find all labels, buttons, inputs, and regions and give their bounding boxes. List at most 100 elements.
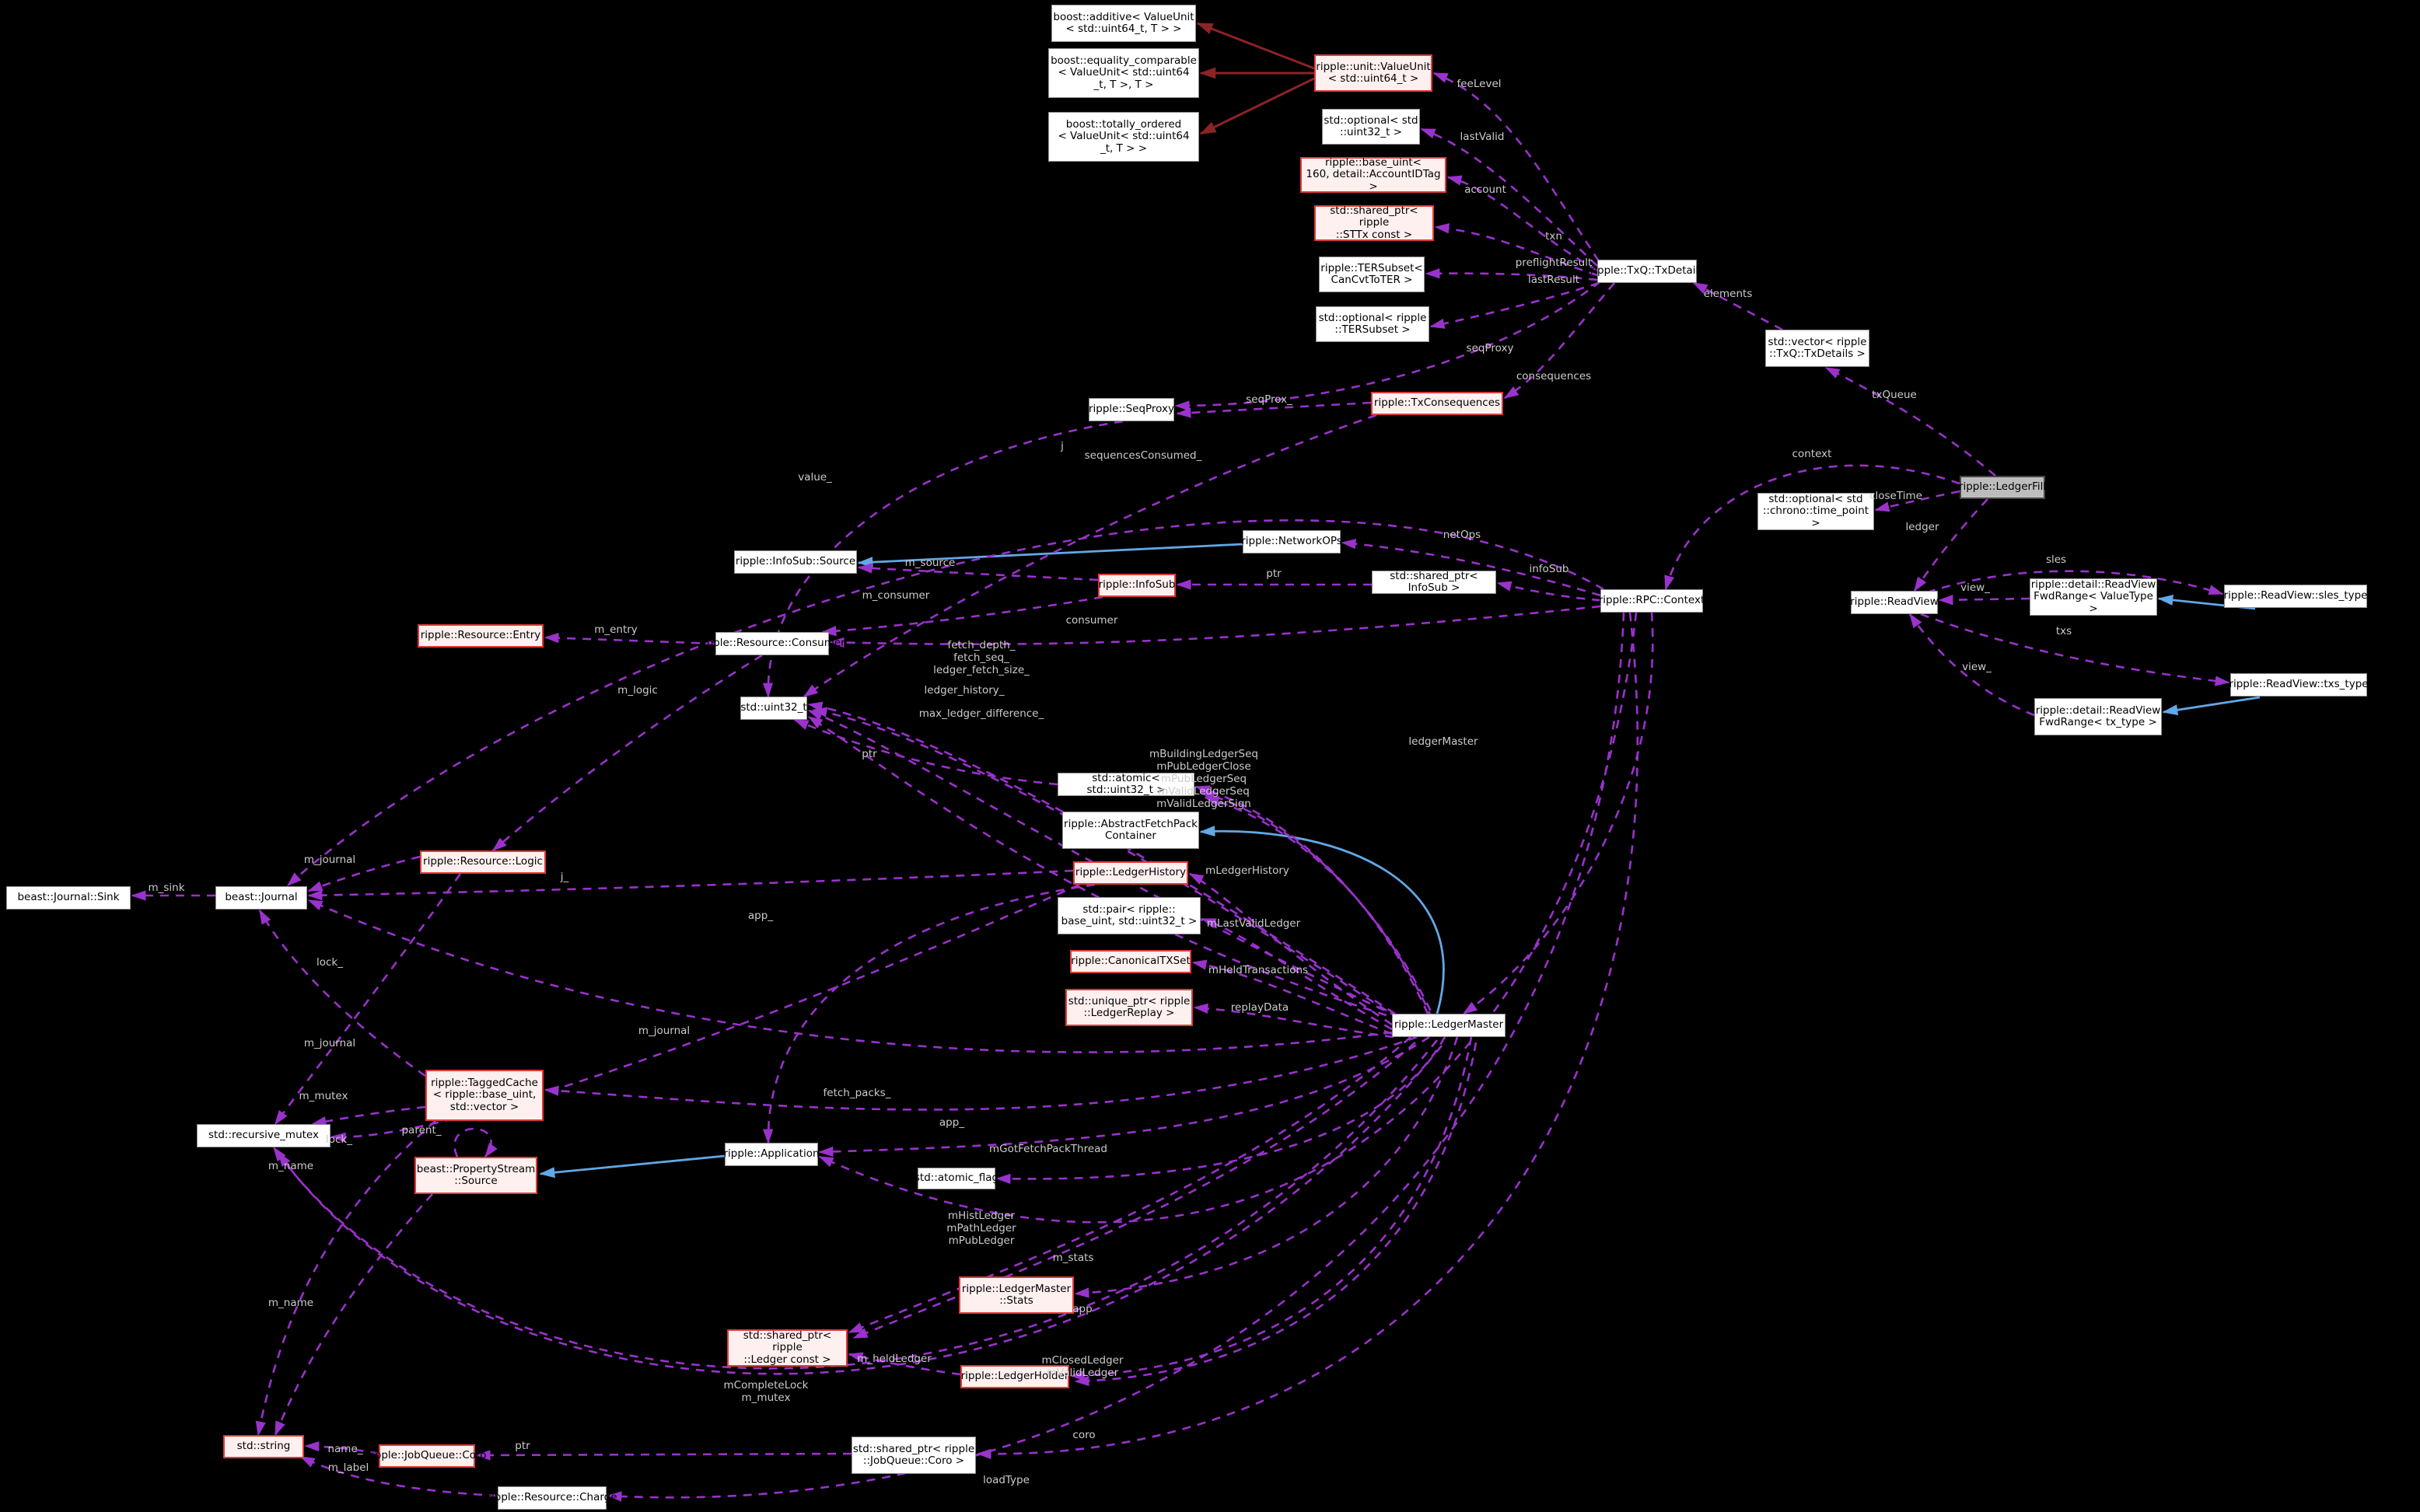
node-optional-tersubset[interactable]: std::optional< ripple ::TERSubset > [1316,306,1429,342]
node-application[interactable]: ripple::Application [723,1143,820,1166]
edge-usage [304,1440,379,1455]
edge-label: ptr [1266,567,1282,580]
node-pair-baseuint-uint32[interactable]: std::pair< ripple:: base_uint, std::uint… [1058,897,1201,934]
node-boost-equality-comparable[interactable]: boost::equality_comparable < ValueUnit< … [1048,48,1199,98]
node-fwdrange-txtype[interactable]: ripple::detail::ReadView FwdRange< tx_ty… [2034,698,2162,735]
edge-label: replayData [1230,1001,1289,1014]
edge-usage [299,1455,498,1497]
node-boost-additive[interactable]: boost::additive< ValueUnit < std::uint64… [1051,5,1196,42]
node-ledgermaster-stats[interactable]: ripple::LedgerMaster ::Stats [959,1276,1074,1314]
edge-usage [1188,872,1393,1026]
node-label: std::vector< ripple ::TxQ::TxDetails > [1768,335,1867,360]
edge-usage [1069,1036,1473,1381]
node-jobqueue-coro[interactable]: ripple::JobQueue::Coro [367,1444,487,1468]
node-infosub-source[interactable]: ripple::InfoSub::Source [734,550,857,574]
node-shared-ptr-coro[interactable]: std::shared_ptr< ripple ::JobQueue::Coro… [852,1437,976,1474]
node-label: ripple::CanonicalTXSet [1071,955,1191,968]
node-resource-consumer[interactable]: ripple::Resource::Consumer [699,632,845,655]
edge-label: ptr [515,1440,530,1452]
node-label: ripple::JobQueue::Coro [367,1449,487,1462]
node-shared-ptr-sttx[interactable]: std::shared_ptr< ripple ::STTx const > [1314,204,1434,241]
node-resource-logic[interactable]: ripple::Resource::Logic [420,850,546,874]
edge-label: lock_ [325,1133,353,1146]
node-atomic-uint32[interactable]: std::atomic< std::uint32_t > [1058,772,1194,796]
node-label: ripple::TERSubset< CanCvtToTER > [1320,261,1423,286]
node-optional-timepoint[interactable]: std::optional< std ::chrono::time_point … [1757,493,1874,530]
node-propertystream-source[interactable]: beast::PropertyStream ::Source [414,1157,537,1194]
node-rpc-context[interactable]: ripple::RPC::Context [1599,589,1705,613]
node-tagged-cache[interactable]: ripple::TaggedCache < ripple::base_uint,… [425,1070,544,1121]
node-unique-ptr-ledgerreplay[interactable]: std::unique_ptr< ripple ::LedgerReplay > [1065,989,1193,1026]
node-infosub[interactable]: ripple::InfoSub [1098,574,1176,597]
node-vector-txdetails[interactable]: std::vector< ripple ::TxQ::TxDetails > [1765,330,1869,367]
node-recursive-mutex[interactable]: std::recursive_mutex [197,1124,330,1147]
edge-label: mBuildingLedgerSeq mPubLedgerClose mPubL… [1149,748,1258,810]
edge-usage [258,909,426,1077]
edge-label: view_ [1962,661,1992,673]
node-label: ripple::ReadView [1850,595,1939,609]
edge-usage [1341,538,1601,597]
node-journal-sink[interactable]: beast::Journal::Sink [6,886,131,910]
edge-usage [1191,959,1393,1035]
node-atomic-flag[interactable]: std::atomic_flag [914,1168,998,1189]
node-fwdrange-valuetype[interactable]: ripple::detail::ReadView FwdRange< Value… [2030,578,2157,616]
edge-label: mHeldTransactions [1208,964,1309,976]
node-readview-sles-type[interactable]: ripple::ReadView::sles_type [2224,585,2367,608]
edge-usage [848,1352,961,1376]
node-networkops[interactable]: ripple::NetworkOPs [1241,530,1342,553]
edge-label: seqProxy [1466,342,1514,354]
node-resource-charge[interactable]: ripple::Resource::Charge [487,1486,617,1510]
node-ledger-master[interactable]: ripple::LedgerMaster [1392,1014,1506,1037]
edge-label: j_ [560,871,569,883]
edge-label: seqProx_ [1246,393,1292,406]
edge-label: m_label [327,1461,369,1474]
node-shared-ptr-ledger[interactable]: std::shared_ptr< ripple ::Ledger const > [727,1329,848,1367]
node-ledger-history[interactable]: ripple::LedgerHistory [1073,861,1188,885]
node-optional-uint32[interactable]: std::optional< std ::uint32_t > [1322,109,1420,145]
node-ledgerfill[interactable]: ripple::LedgerFill [1959,476,2046,499]
edge-label: context [1792,448,1832,460]
node-shared-ptr-infosub[interactable]: std::shared_ptr< InfoSub > [1372,570,1496,594]
edge-usage [818,1035,1430,1158]
edge-usage [976,612,1639,1460]
edge-label: m_stats [1052,1252,1094,1264]
node-std-uint32[interactable]: std::uint32_t [740,697,807,720]
node-txconsequences[interactable]: ripple::TxConsequences [1371,392,1503,415]
node-label: ripple::NetworkOPs [1241,535,1342,548]
node-boost-totally-ordered[interactable]: boost::totally_ordered < ValueUnit< std:… [1048,112,1199,162]
edge-usage [330,883,1080,1144]
edge-private-inheritance [1199,77,1315,135]
node-readview[interactable]: ripple::ReadView [1850,591,1939,614]
node-txq-txdetails[interactable]: ripple::TxQ::TxDetails [1590,260,1704,283]
edge-usage [1420,127,1598,267]
node-resource-entry[interactable]: ripple::Resource::Entry [418,624,544,648]
edge-label: coro [1072,1429,1096,1441]
edge-usage [818,612,1638,1224]
node-label: ripple::Resource::Logic [423,855,543,868]
node-journal[interactable]: beast::Journal [215,886,307,910]
node-readview-txs-type[interactable]: ripple::ReadView::txs_type [2229,673,2369,697]
node-label: ripple::TaggedCache < ripple::base_uint,… [431,1076,538,1113]
edge-label: m_source [904,557,956,569]
node-canonical-txset[interactable]: ripple::CanonicalTXSet [1070,950,1191,973]
node-base-uint[interactable]: ripple::base_uint< 160, detail::AccountI… [1300,156,1446,193]
edge-label: mCompleteLock m_mutex [723,1379,809,1404]
node-ledger-holder[interactable]: ripple::LedgerHolder [960,1365,1069,1388]
edge-inheritance [539,1154,726,1179]
edge-label: m_sink [148,882,185,894]
node-abstract-fetchpack[interactable]: ripple::AbstractFetchPack Container [1062,812,1199,849]
node-std-string[interactable]: std::string [223,1435,304,1458]
edge-label: sequencesConsumed_ [1084,449,1202,462]
node-seqproxy[interactable]: ripple::SeqProxy [1089,398,1174,421]
node-label: std::recursive_mutex [208,1129,319,1142]
edge-label: ledger [1905,521,1939,533]
edge-usage [807,701,1396,1015]
edge-usage [1201,917,1393,1031]
edge-usage [763,883,1096,1144]
edge-label: feeLevel [1457,78,1502,90]
node-tersubset[interactable]: ripple::TERSubset< CanCvtToTER > [1319,257,1425,292]
edge-label: m_consumer [862,589,930,602]
node-label: std::optional< std ::uint32_t > [1324,113,1418,138]
node-value-unit[interactable]: ripple::unit::ValueUnit < std::uint64_t … [1314,54,1432,92]
